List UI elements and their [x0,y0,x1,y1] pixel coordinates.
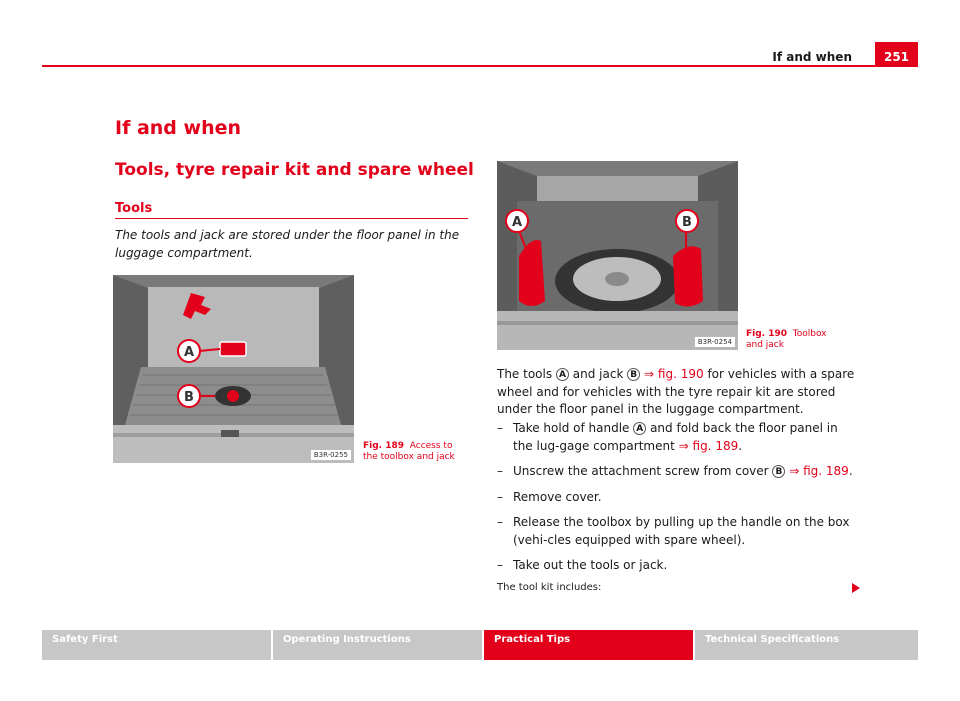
figure-190: A B B3R-0254 [497,161,738,350]
step-item: – Unscrew the attachment screw from cove… [497,463,857,481]
tool-kit-heading: The tool kit includes: [497,582,602,593]
intro-text: The tools and jack are stored under the … [115,228,460,260]
figure-190-label-b: B [682,215,692,230]
figure-189-label-a: A [184,345,194,360]
step-2-text: Unscrew the attachment screw from cover [513,464,769,478]
para-part-2: and jack [572,367,624,381]
page-number: 251 [875,42,918,67]
step-item: – Take out the tools or jack. [497,557,857,575]
body-paragraph: The tools A and jack B ⇒ fig. 190 for ve… [497,366,857,419]
footer-tab-operating-instructions[interactable]: Operating Instructions [273,630,482,660]
figure-189-label-b: B [184,390,194,405]
step-3-text: Remove cover. [513,489,602,504]
step-1-text-a: Take hold of handle [513,421,630,435]
figure-189-caption: Fig. 189 Access to the toolbox and jack [363,441,463,463]
footer-tab-practical-tips[interactable]: Practical Tips [484,630,693,660]
step-dash: – [497,464,503,478]
tools-heading: Tools [115,201,153,216]
footer-nav: Safety First Operating Instructions Prac… [42,630,918,660]
para-part-3: for vehicles with a spare wheel and for … [497,367,855,416]
figure-190-caption-text: Toolbox and jack [746,329,827,350]
figure-189-number: Fig. 189 [363,441,405,451]
step-dash: – [497,515,503,529]
fig-189-link[interactable]: ⇒ fig. 189 [789,464,849,478]
figure-189-caption-text: Access to the toolbox and jack [363,441,455,462]
section-title: If and when [115,117,242,139]
header-rule [42,65,918,67]
step-1-text-b: and fold back the floor panel in the lug… [513,421,838,453]
tools-rule [115,218,468,219]
badge-b: B [772,465,786,478]
sub-title: Tools, tyre repair kit and spare wheel [115,160,474,180]
step-dash: – [497,421,503,435]
figure-190-code: B3R-0254 [694,337,735,347]
running-head: If and when [772,50,852,64]
step-4-text: Release the toolbox by pulling up the ha… [513,515,850,547]
badge-b: B [627,368,641,381]
step-item: – Release the toolbox by pulling up the … [497,514,857,549]
step-2-end: . [848,464,853,478]
badge-a: A [555,368,569,381]
step-item: – Take hold of handle A and fold back th… [497,420,857,455]
figure-189: A B B3R-0255 [113,275,354,463]
spare-wheel-illustration: A B [497,161,738,350]
figure-190-label-a: A [512,215,522,230]
footer-tab-technical-specifications[interactable]: Technical Specifications [695,630,918,660]
para-part-1: The tools [497,367,553,381]
step-dash: – [497,558,503,572]
figure-189-code: B3R-0255 [310,450,351,460]
fig-190-link[interactable]: ⇒ fig. 190 [644,367,704,381]
step-item: – Remove cover. [497,489,857,507]
figure-190-number: Fig. 190 [746,329,788,339]
footer-tab-safety-first[interactable]: Safety First [42,630,271,660]
badge-a: A [633,422,647,435]
step-dash: – [497,489,503,504]
step-1-end: . [738,438,743,453]
steps-list: – Take hold of handle A and fold back th… [497,420,857,583]
step-5-text: Take out the tools or jack. [513,558,668,572]
continue-arrow-icon [852,583,860,593]
luggage-floor-illustration: A B [113,275,354,463]
figure-190-caption: Fig. 190 Toolbox and jack [746,329,846,351]
fig-189-link[interactable]: ⇒ fig. 189 [678,438,739,453]
